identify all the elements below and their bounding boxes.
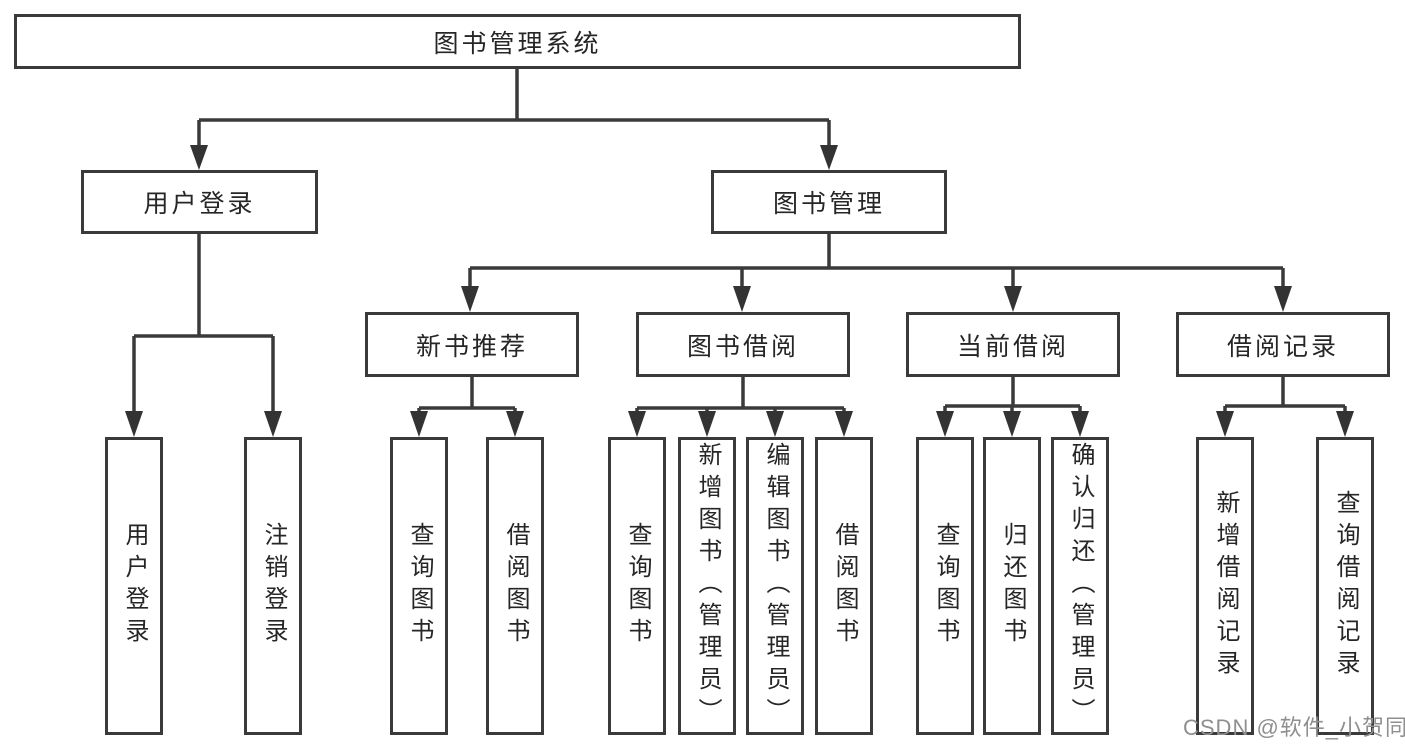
leaf-logout: 注销登录	[244, 437, 302, 735]
connector-borrow-records-split	[1216, 377, 1354, 437]
node-book-management: 图书管理	[711, 170, 947, 234]
node-root-system: 图书管理系统	[14, 14, 1021, 69]
connector-current-borrow-split	[936, 377, 1089, 437]
leaf-edit-books-admin: 编辑图书（管理员）	[746, 437, 804, 735]
leaf-user-login: 用户登录	[105, 437, 163, 735]
connector-book-management-split	[461, 234, 1292, 312]
leaf-confirm-return-admin: 确认归还（管理员）	[1051, 437, 1109, 735]
leaf-query-books-recommend: 查询图书	[390, 437, 448, 735]
leaf-borrow-books-recommend: 借阅图书	[486, 437, 544, 735]
leaf-query-borrow-record: 查询借阅记录	[1316, 437, 1374, 735]
connector-book-borrow-split	[628, 377, 853, 437]
node-book-borrow: 图书借阅	[636, 312, 850, 377]
connector-user-login-split	[125, 234, 282, 437]
connector-root-split	[190, 69, 838, 170]
leaf-query-books-current: 查询图书	[916, 437, 974, 735]
leaf-query-books-borrow: 查询图书	[608, 437, 666, 735]
leaf-add-borrow-record: 新增借阅记录	[1196, 437, 1254, 735]
leaf-add-books-admin: 新增图书（管理员）	[678, 437, 736, 735]
leaf-return-books: 归还图书	[983, 437, 1041, 735]
leaf-borrow-books: 借阅图书	[815, 437, 873, 735]
csdn-watermark: CSDN @软件_小贺同学	[1183, 715, 1405, 740]
node-current-borrow: 当前借阅	[906, 312, 1120, 377]
connector-new-book-split	[410, 377, 524, 437]
node-borrow-records: 借阅记录	[1176, 312, 1390, 377]
node-new-book-recommend: 新书推荐	[365, 312, 579, 377]
node-user-login: 用户登录	[81, 170, 318, 234]
